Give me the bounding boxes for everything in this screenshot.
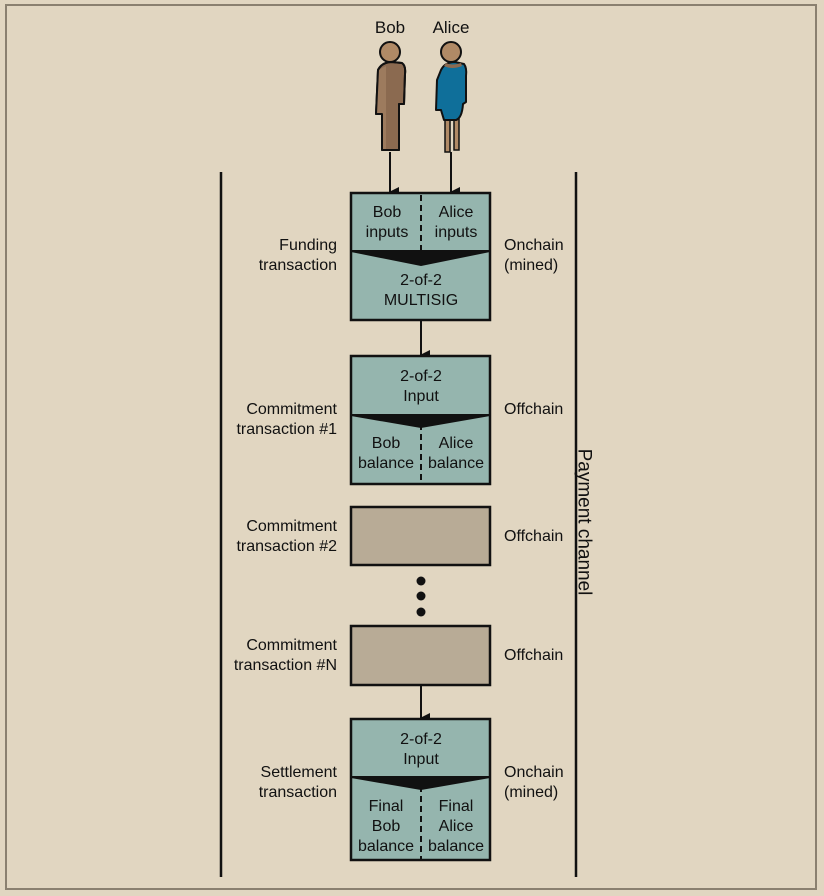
bob-inputs-line1: Bob bbox=[373, 204, 402, 221]
settlement-transaction-box: 2-of-2 Input Final Bob balance Final Ali… bbox=[349, 717, 492, 862]
alice-inputs-line2: inputs bbox=[435, 224, 478, 241]
c1-input-line2: Input bbox=[403, 388, 439, 405]
c1-left-label-1: Commitment bbox=[246, 401, 337, 418]
c1-bob-balance-line1: Bob bbox=[372, 435, 401, 452]
st-right-label-2: (mined) bbox=[504, 784, 558, 801]
c2-right-label: Offchain bbox=[504, 528, 563, 545]
funding-left-label-1: Funding bbox=[279, 237, 337, 254]
alice-inputs-line1: Alice bbox=[439, 204, 474, 221]
multisig-line1: 2-of-2 bbox=[400, 272, 442, 289]
st-bob-line2: Bob bbox=[372, 818, 401, 835]
st-input-line2: Input bbox=[403, 751, 439, 768]
st-left-label-1: Settlement bbox=[261, 764, 338, 781]
c1-right-label: Offchain bbox=[504, 401, 563, 418]
cn-right-label: Offchain bbox=[504, 647, 563, 664]
st-right-label-1: Onchain bbox=[504, 764, 564, 781]
bob-inputs-line2: inputs bbox=[366, 224, 409, 241]
bob-name: Bob bbox=[375, 18, 405, 37]
st-alice-line2: Alice bbox=[439, 818, 474, 835]
commitment-1-box: 2-of-2 Input Bob balance Alice balance bbox=[349, 354, 492, 486]
funding-left-label-2: transaction bbox=[259, 257, 337, 274]
st-left-label-2: transaction bbox=[259, 784, 337, 801]
st-bob-line1: Final bbox=[369, 798, 404, 815]
person-woman-icon bbox=[435, 41, 468, 153]
payment-channel-label: Payment channel bbox=[574, 449, 595, 596]
c1-alice-balance-line2: balance bbox=[428, 455, 484, 472]
alice-name: Alice bbox=[433, 18, 470, 37]
st-bob-line3: balance bbox=[358, 838, 414, 855]
person-man-icon bbox=[375, 41, 407, 151]
c1-input-line1: 2-of-2 bbox=[400, 368, 442, 385]
ellipsis-dots bbox=[416, 576, 426, 617]
funding-right-label-1: Onchain bbox=[504, 237, 564, 254]
commitment-n-box bbox=[349, 624, 492, 687]
c1-alice-balance-line1: Alice bbox=[439, 435, 474, 452]
multisig-line2: MULTISIG bbox=[384, 292, 458, 309]
st-input-line1: 2-of-2 bbox=[400, 731, 442, 748]
funding-transaction-box: Bob inputs Alice inputs 2-of-2 MULTISIG bbox=[349, 191, 492, 322]
funding-right-label-2: (mined) bbox=[504, 257, 558, 274]
c2-left-label-1: Commitment bbox=[246, 518, 337, 535]
st-alice-line3: balance bbox=[428, 838, 484, 855]
c1-left-label-2: transaction #1 bbox=[236, 421, 337, 438]
c2-left-label-2: transaction #2 bbox=[236, 538, 337, 555]
cn-left-label-1: Commitment bbox=[246, 637, 337, 654]
st-alice-line1: Final bbox=[439, 798, 474, 815]
cn-left-label-2: transaction #N bbox=[234, 657, 337, 674]
commitment-2-box bbox=[349, 505, 492, 567]
c1-bob-balance-line2: balance bbox=[358, 455, 414, 472]
